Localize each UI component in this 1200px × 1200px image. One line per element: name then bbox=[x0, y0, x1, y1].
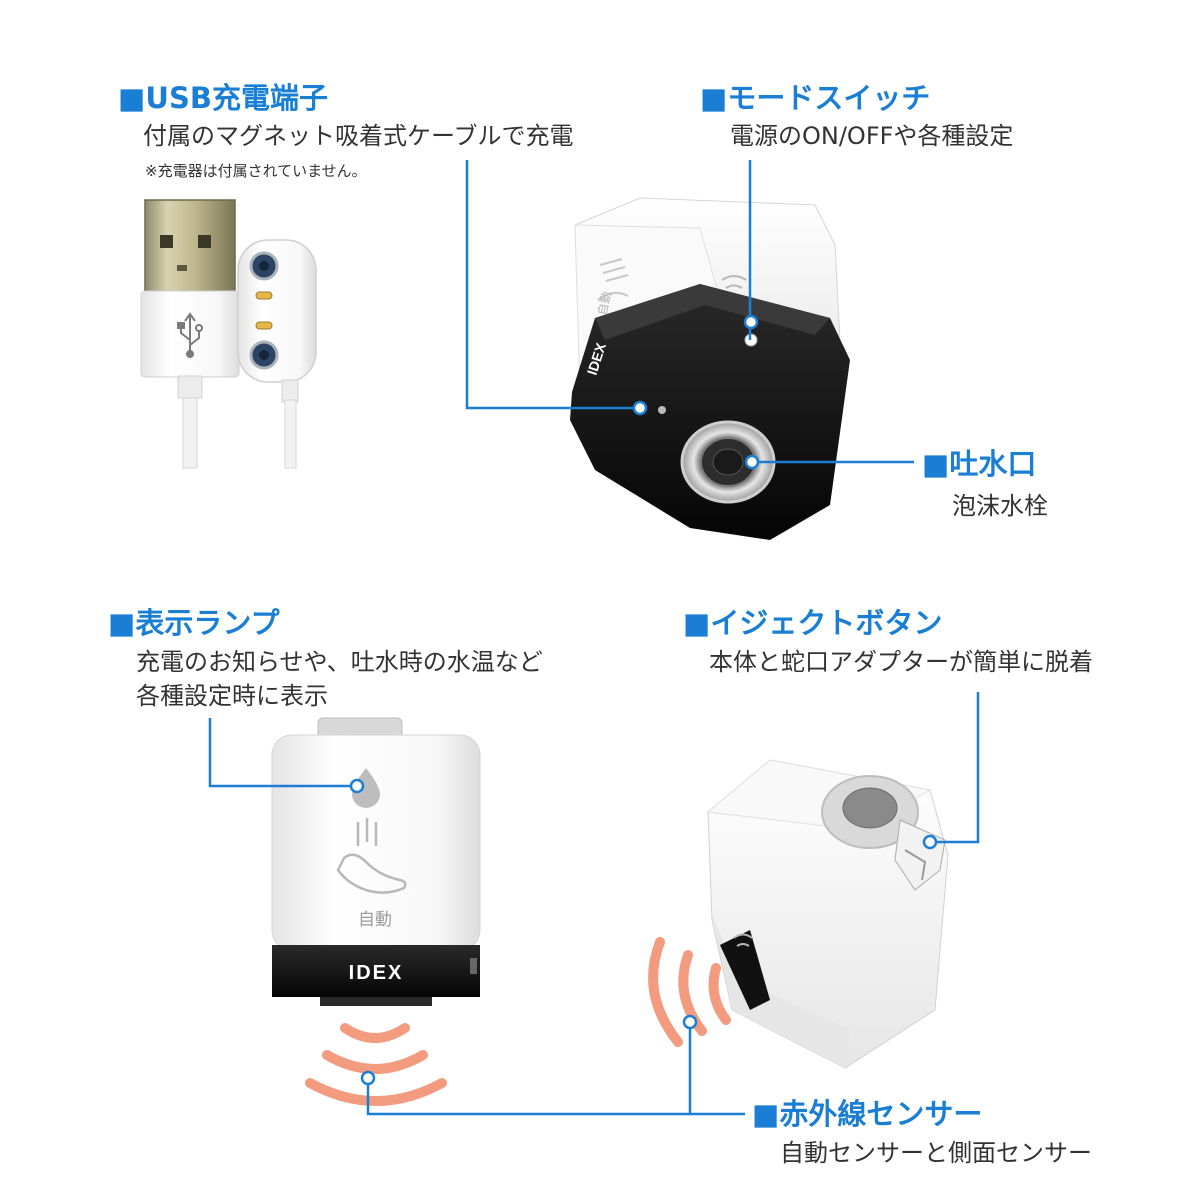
wave-mark bbox=[721, 275, 747, 289]
mode-switch-heading: ■モードスイッチ bbox=[700, 81, 931, 115]
indicator-lamp-desc-1: 充電のお知らせや、吐水時の水温など bbox=[136, 648, 543, 676]
usb-plug-hole bbox=[198, 235, 211, 248]
device-base-black bbox=[570, 284, 850, 540]
auto-label-top: 自動 bbox=[595, 290, 614, 316]
device-base-black bbox=[720, 930, 770, 1010]
leader-dots bbox=[349, 314, 938, 1086]
infrared-sensor-heading: ■赤外線センサー bbox=[752, 1097, 983, 1131]
cable-wire bbox=[182, 397, 198, 469]
water-outlet-desc: 泡沫水栓 bbox=[952, 492, 1048, 520]
usb-plug-metal bbox=[144, 199, 236, 293]
mode-switch-desc: 電源のON/OFFや各種設定 bbox=[730, 122, 1014, 150]
water-outlet-heading: ■吐水口 bbox=[922, 447, 1037, 481]
eject-button-heading: ■イジェクトボタン bbox=[683, 606, 943, 640]
usb-icon bbox=[177, 312, 203, 358]
leader-lines bbox=[208, 160, 980, 1116]
usb-plug-hole bbox=[160, 235, 173, 248]
usb-port-heading: ■USB充電端子 bbox=[118, 81, 328, 115]
water-drop-icon bbox=[352, 768, 380, 808]
charge-pin bbox=[255, 291, 273, 300]
eject-button-desc: 本体と蛇口アダプターが簡単に脱着 bbox=[709, 648, 1093, 676]
usb-port-note: ※充電器は付属されていません。 bbox=[145, 162, 367, 180]
usb-cable bbox=[140, 199, 317, 469]
indicator-lamp-desc-2: 各種設定時に表示 bbox=[136, 682, 328, 710]
indicator-lamp bbox=[658, 406, 666, 414]
sensor-wave-icon bbox=[305, 1023, 447, 1106]
device-base-black bbox=[272, 945, 480, 997]
usb-port-desc: 付属のマグネット吸着式ケーブルで充電 bbox=[143, 122, 574, 150]
hand-wave-icon bbox=[597, 258, 629, 301]
brand-logo-front: IDEX bbox=[349, 962, 404, 984]
device-side-view bbox=[648, 759, 949, 1069]
auto-label-front: 自動 bbox=[358, 910, 392, 929]
infrared-sensor-desc: 自動センサーと側面センサー bbox=[780, 1139, 1092, 1167]
device-front-view: 自動 IDEX bbox=[271, 717, 481, 1106]
device-top-view: 自動 IDEX bbox=[570, 197, 850, 540]
charge-pin bbox=[255, 321, 273, 330]
hand-wave-icon bbox=[336, 818, 407, 894]
indicator-lamp-heading: ■表示ランプ bbox=[108, 606, 280, 640]
